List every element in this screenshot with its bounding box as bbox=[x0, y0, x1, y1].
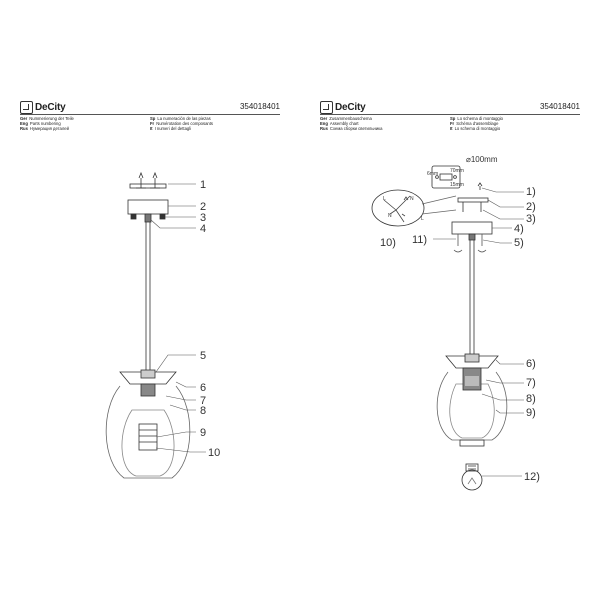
leader-lines bbox=[433, 187, 524, 477]
step-number: 4) bbox=[514, 223, 524, 235]
lamp-holder-part bbox=[138, 383, 158, 451]
lang-text: Schéma d'assemblage bbox=[456, 121, 499, 127]
brand-logo-icon bbox=[20, 100, 33, 114]
ring-part bbox=[459, 439, 485, 447]
part-number: 5 bbox=[200, 350, 206, 362]
part-number: 7 bbox=[200, 395, 206, 407]
header-rule bbox=[20, 114, 280, 115]
lang-text: Lo schema di montaggio bbox=[457, 116, 503, 121]
lang-code: Fr bbox=[450, 121, 455, 127]
brand-name: DeCity bbox=[335, 101, 366, 113]
lang-code: Rus bbox=[20, 126, 28, 132]
product-code: 354018401 bbox=[239, 102, 280, 111]
lang-text: Zusammenbauschema bbox=[329, 116, 372, 121]
parts-diagram: 1 2 3 4 5 6 7 8 9 10 bbox=[105, 171, 220, 479]
part-number: 2 bbox=[200, 201, 206, 213]
inner-glass-part bbox=[121, 409, 175, 477]
wire-label: L bbox=[383, 196, 386, 202]
wiring-detail bbox=[371, 189, 457, 227]
lang-code: It bbox=[150, 126, 153, 132]
wire-label: L bbox=[421, 216, 424, 222]
step-number: 10) bbox=[380, 237, 396, 249]
bulb-icon bbox=[461, 463, 483, 491]
step-number: 1) bbox=[526, 186, 536, 198]
lang-code: Eng bbox=[320, 121, 328, 127]
lang-code: Eng bbox=[20, 121, 28, 127]
part-number: 9 bbox=[200, 427, 206, 439]
lang-text: Assembly chart bbox=[329, 121, 359, 127]
outer-glass-part bbox=[105, 385, 191, 479]
lang-text: Нумерация деталей bbox=[29, 126, 69, 132]
brand-name: DeCity bbox=[35, 101, 66, 113]
lang-code: It bbox=[450, 126, 453, 132]
part-number: 6 bbox=[200, 382, 206, 394]
header-rule bbox=[320, 114, 580, 115]
diameter-label: ⌀100mm bbox=[466, 155, 498, 164]
suspension-cable bbox=[145, 222, 151, 372]
part-number: 1 bbox=[200, 179, 206, 191]
step-number: 12) bbox=[524, 471, 540, 483]
dimension-label: 6mm bbox=[427, 171, 438, 177]
suspension-cable bbox=[469, 240, 475, 356]
step-number: 6) bbox=[526, 358, 536, 370]
lang-text: Nummerierung der Teile bbox=[29, 116, 74, 121]
part-number: 3 bbox=[200, 212, 206, 224]
part-number: 8 bbox=[200, 405, 206, 417]
cord-grip-part bbox=[144, 213, 152, 223]
part-number: 4 bbox=[200, 223, 206, 235]
step-number: 7) bbox=[526, 377, 536, 389]
step-number: 8) bbox=[526, 393, 536, 405]
screws-part bbox=[129, 171, 167, 189]
dimension-label: 70mm bbox=[450, 168, 464, 174]
nuts-part bbox=[130, 213, 166, 220]
lang-code: Sp bbox=[450, 116, 456, 121]
product-code: 354018401 bbox=[539, 102, 580, 111]
lang-code: Rus bbox=[320, 126, 328, 132]
lamp-holder-part bbox=[462, 367, 482, 391]
brand-logo-icon bbox=[320, 100, 333, 114]
step-number: 5) bbox=[514, 237, 524, 249]
lang-code: Sp bbox=[150, 116, 156, 121]
dimension-box bbox=[431, 165, 461, 189]
lang-text: Схема сборки светильника bbox=[329, 126, 383, 132]
lang-code: Fr bbox=[150, 121, 155, 127]
brand-logo: DeCity bbox=[20, 100, 66, 114]
wire-label: N bbox=[388, 213, 392, 219]
assembly-diagram: ⌀100mm 70mm 6mm 15mm L N N L bbox=[371, 155, 540, 491]
part-number: 10 bbox=[208, 447, 220, 459]
lang-text: I numeri del dettagli bbox=[154, 126, 192, 132]
leader-lines bbox=[150, 183, 206, 453]
step-number: 9) bbox=[526, 407, 536, 419]
lang-text: Parts numbering bbox=[29, 121, 61, 127]
lang-code: Ger bbox=[20, 116, 28, 121]
inner-glass-part bbox=[449, 383, 495, 439]
lang-code: Ger bbox=[320, 116, 328, 121]
step-number: 2) bbox=[526, 201, 536, 213]
hook-screws bbox=[453, 234, 487, 253]
lang-text: Numérotation des composants bbox=[156, 121, 213, 127]
top-cup-part bbox=[119, 369, 177, 385]
lang-text: Lo schema di montaggio bbox=[454, 126, 501, 132]
dimension-label: 15mm bbox=[450, 182, 464, 188]
canopy-part bbox=[127, 199, 169, 215]
lang-text: La numeración de las piezas bbox=[157, 116, 211, 121]
step-number: 11) bbox=[412, 234, 427, 246]
wire-label: N bbox=[410, 196, 414, 202]
brand-logo: DeCity bbox=[320, 100, 366, 114]
step-number: 3) bbox=[526, 213, 536, 225]
top-cup-part bbox=[445, 353, 499, 369]
